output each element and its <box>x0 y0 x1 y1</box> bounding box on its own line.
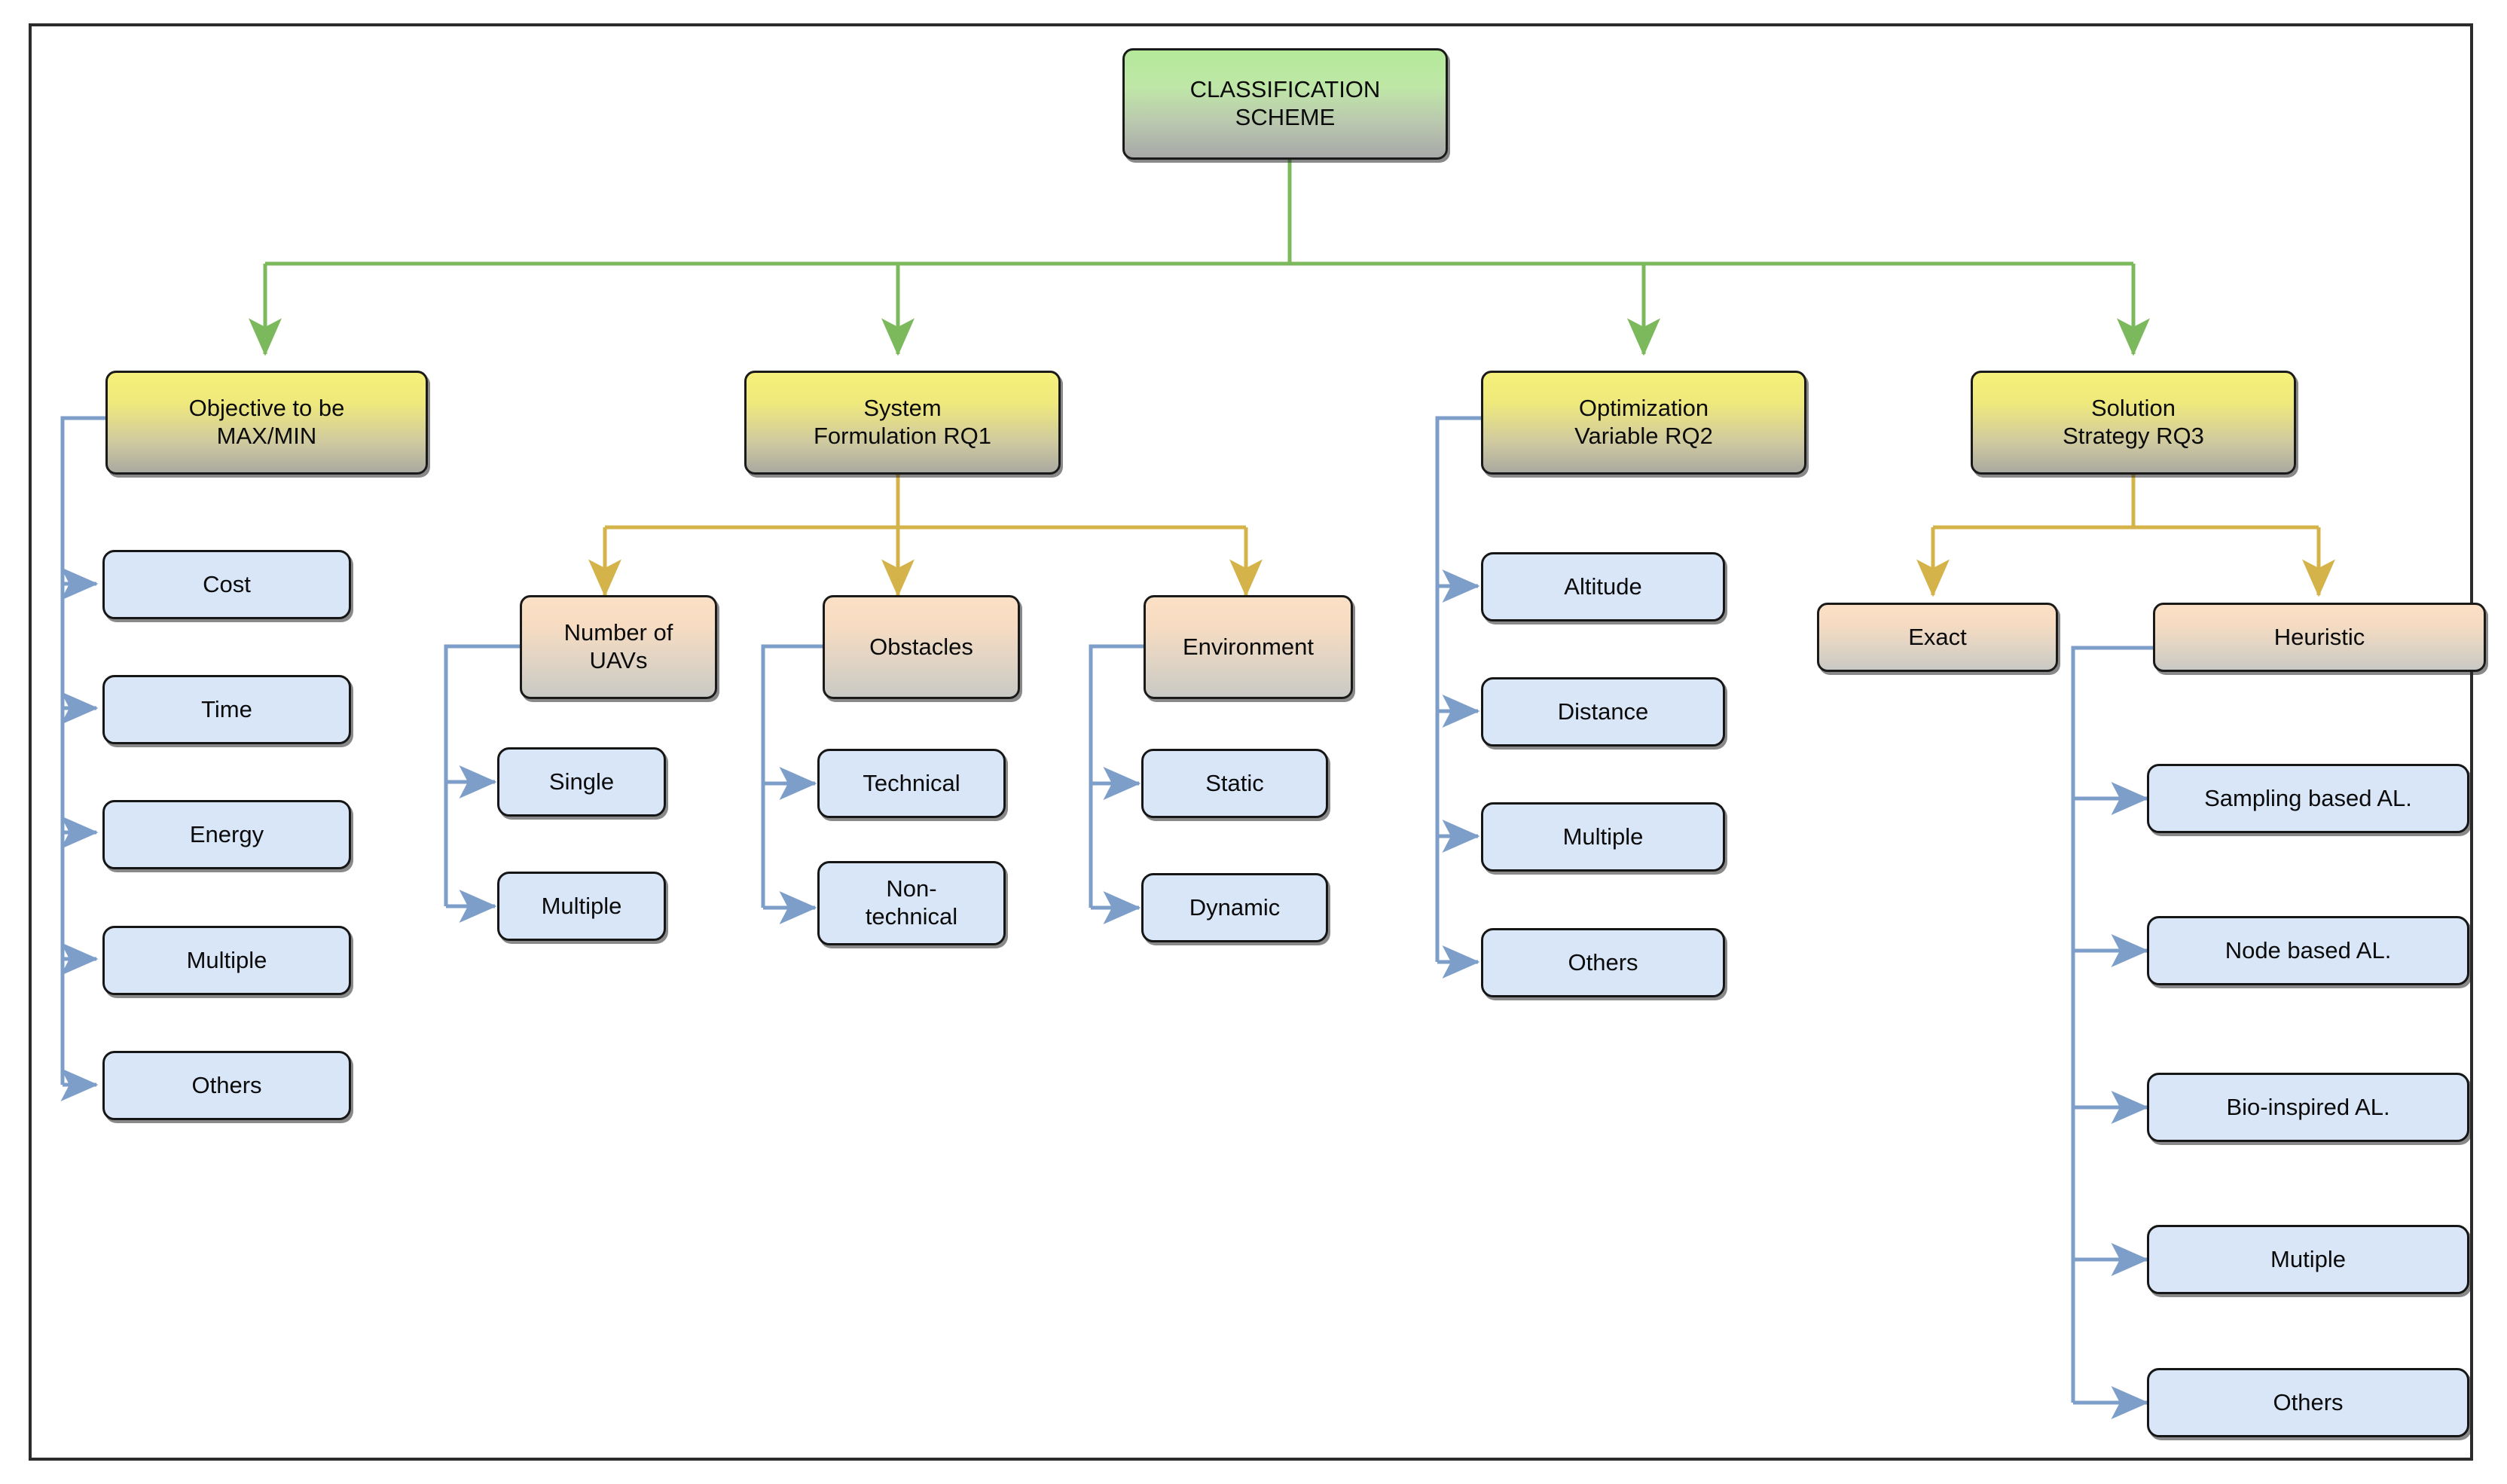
node-label: Environment <box>1182 633 1315 660</box>
node-label: Sampling based AL. <box>2204 784 2412 811</box>
node-label: Optimization Variable RQ2 <box>1574 395 1713 449</box>
node-number-of-uavs[interactable]: Number of UAVs <box>520 595 717 699</box>
node-label: Others <box>2273 1388 2344 1415</box>
node-label: Bio-inspired AL. <box>2226 1093 2390 1120</box>
node-label: Multiple <box>541 892 622 919</box>
node-label: Others <box>1568 948 1638 976</box>
node-optimization-variable-rq2[interactable]: Optimization Variable RQ2 <box>1481 371 1806 475</box>
node-label: Dynamic <box>1189 893 1281 921</box>
node-label: Multiple <box>186 946 267 973</box>
node-others-optimization[interactable]: Others <box>1481 928 1725 997</box>
node-label: Others <box>191 1071 262 1098</box>
node-label: System Formulation RQ1 <box>813 395 992 449</box>
node-others-objective[interactable]: Others <box>102 1051 351 1120</box>
node-label: Exact <box>1908 623 1967 650</box>
node-single[interactable]: Single <box>497 747 666 817</box>
node-solution-strategy-rq3[interactable]: Solution Strategy RQ3 <box>1971 371 2296 475</box>
node-non-technical[interactable]: Non- technical <box>817 861 1006 945</box>
node-label: Altitude <box>1564 573 1642 600</box>
node-label: Static <box>1205 769 1264 796</box>
node-mutiple-heuristic[interactable]: Mutiple <box>2147 1225 2469 1294</box>
node-time[interactable]: Time <box>102 675 351 744</box>
node-altitude[interactable]: Altitude <box>1481 552 1725 621</box>
node-label: Time <box>201 695 252 722</box>
node-label: Energy <box>189 820 264 847</box>
diagram-frame <box>29 23 2473 1461</box>
node-label: Node based AL. <box>2225 936 2392 963</box>
node-classification-scheme[interactable]: CLASSIFICATION SCHEME <box>1122 48 1448 160</box>
node-label: Cost <box>203 570 251 597</box>
node-heuristic[interactable]: Heuristic <box>2153 603 2486 672</box>
node-objective-to-be-max-min[interactable]: Objective to be MAX/MIN <box>105 371 428 475</box>
node-energy[interactable]: Energy <box>102 800 351 869</box>
node-label: Number of UAVs <box>563 619 673 673</box>
node-cost[interactable]: Cost <box>102 550 351 619</box>
node-label: CLASSIFICATION SCHEME <box>1189 76 1381 130</box>
node-multiple-optimization[interactable]: Multiple <box>1481 802 1725 872</box>
node-label: Distance <box>1557 698 1649 725</box>
node-bio-inspired-al[interactable]: Bio-inspired AL. <box>2147 1073 2469 1142</box>
node-label: Solution Strategy RQ3 <box>2063 395 2204 449</box>
node-obstacles[interactable]: Obstacles <box>823 595 1020 699</box>
node-label: Objective to be MAX/MIN <box>188 395 345 449</box>
node-label: Non- technical <box>865 875 958 930</box>
node-distance[interactable]: Distance <box>1481 677 1725 747</box>
node-label: Heuristic <box>2273 623 2365 650</box>
node-multiple-uavs[interactable]: Multiple <box>497 872 666 941</box>
node-node-based-al[interactable]: Node based AL. <box>2147 916 2469 985</box>
node-sampling-based-al[interactable]: Sampling based AL. <box>2147 764 2469 833</box>
node-label: Multiple <box>1562 823 1644 850</box>
node-environment[interactable]: Environment <box>1144 595 1353 699</box>
node-exact[interactable]: Exact <box>1817 603 2058 672</box>
node-label: Technical <box>863 769 960 796</box>
node-dynamic[interactable]: Dynamic <box>1141 873 1328 942</box>
node-others-heuristic[interactable]: Others <box>2147 1368 2469 1437</box>
node-label: Obstacles <box>869 633 973 660</box>
node-technical[interactable]: Technical <box>817 749 1006 818</box>
node-label: Mutiple <box>2270 1245 2346 1272</box>
node-multiple-objective[interactable]: Multiple <box>102 926 351 995</box>
node-static[interactable]: Static <box>1141 749 1328 818</box>
node-label: Single <box>548 768 615 795</box>
node-system-formulation-rq1[interactable]: System Formulation RQ1 <box>744 371 1061 475</box>
